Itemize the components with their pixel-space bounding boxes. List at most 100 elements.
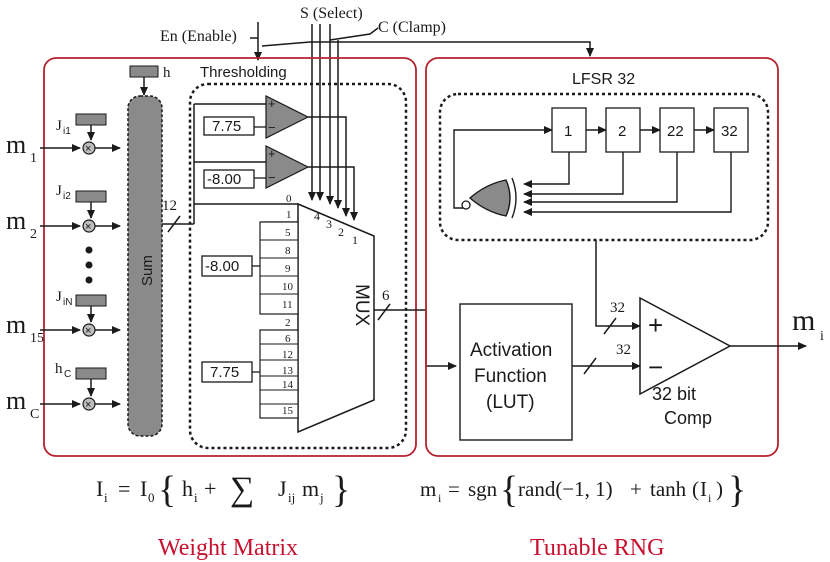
lfsr-region — [438, 92, 770, 242]
input-m2: m 2 J i2 × — [6, 183, 121, 242]
rng-equation: m i = sgn { rand(−1, 1) + tanh ( I i ) } — [420, 469, 746, 511]
svg-text:i2: i2 — [63, 191, 71, 202]
rng-caption: Tunable RNG — [530, 535, 664, 561]
bias-register — [129, 65, 159, 78]
rng-panel — [425, 57, 779, 457]
lfsr-label: LFSR 32 — [572, 71, 635, 88]
mux-group-high: 2 6 12 13 14 15 7.75 — [201, 317, 299, 419]
svg-text:−: − — [648, 352, 663, 382]
svg-text:Comp: Comp — [664, 408, 712, 428]
svg-text:13: 13 — [282, 365, 294, 377]
ellipsis-dots — [85, 246, 93, 284]
output-signal-sub: i — [820, 329, 824, 344]
svg-text:+: + — [630, 477, 642, 501]
xnor-gate — [461, 177, 517, 219]
input-m1: m 1 J i1 × — [6, 113, 121, 166]
svg-text:m: m — [6, 386, 26, 415]
input-m15: m 15 J iN × — [6, 289, 121, 346]
svg-text:∑: ∑ — [230, 471, 254, 508]
sum-block — [127, 95, 163, 437]
svg-text:2: 2 — [285, 317, 291, 329]
mux-label: MUX — [351, 284, 372, 327]
svg-text:+: + — [268, 96, 276, 111]
activation-bus-width: 32 — [616, 342, 631, 358]
svg-text:−: − — [268, 120, 276, 135]
thresholding-region — [188, 82, 408, 450]
svg-text:h: h — [182, 476, 193, 501]
svg-text:): ) — [716, 477, 723, 501]
svg-text:1: 1 — [352, 233, 358, 247]
comparator-ref-top: 7.75 — [212, 118, 241, 135]
thresholding-label: Thresholding — [200, 64, 287, 81]
sum-label: Sum — [139, 255, 156, 286]
svg-text:2: 2 — [618, 123, 626, 140]
mux-high-value: 7.75 — [210, 364, 239, 381]
svg-text:3: 3 — [326, 217, 332, 231]
svg-text:1: 1 — [30, 151, 37, 166]
svg-text:i: i — [438, 491, 442, 505]
sum-bus-width: 12 — [162, 198, 177, 214]
svg-text:j: j — [319, 490, 324, 505]
svg-text:×: × — [85, 143, 91, 155]
svg-text:+: + — [648, 310, 663, 340]
svg-text:1: 1 — [286, 209, 292, 221]
svg-text:×: × — [85, 399, 91, 411]
svg-text:22: 22 — [667, 123, 684, 140]
comparator-bottom: + − -8.00 — [203, 145, 358, 221]
mux-bus-width: 6 — [382, 288, 390, 304]
svg-text:I: I — [700, 477, 707, 501]
svg-text:C: C — [30, 407, 39, 422]
svg-text:4: 4 — [314, 209, 320, 223]
svg-text:14: 14 — [282, 379, 294, 391]
mux-low-value: -8.00 — [205, 258, 239, 275]
svg-text:tanh: tanh — [650, 477, 687, 501]
weight-equation: I i = I 0 { h i + ∑ J ij m j } — [96, 469, 350, 511]
svg-text:i1: i1 — [63, 126, 71, 137]
svg-text:rand(−1, 1): rand(−1, 1) — [518, 477, 613, 501]
enable-label: En (Enable) — [160, 28, 237, 45]
svg-text:m: m — [302, 476, 319, 501]
svg-text:i: i — [194, 490, 198, 505]
svg-text:J: J — [278, 476, 287, 501]
svg-text:15: 15 — [30, 331, 44, 346]
svg-text:×: × — [85, 325, 91, 337]
svg-text:m: m — [6, 130, 26, 159]
svg-text:i: i — [104, 490, 108, 505]
svg-text:}: } — [728, 469, 746, 511]
svg-text:2: 2 — [338, 225, 344, 239]
svg-text:(LUT): (LUT) — [486, 392, 535, 413]
svg-text:2: 2 — [30, 227, 37, 242]
lfsr-stages: 1 2 22 32 — [551, 107, 749, 153]
svg-text:m: m — [6, 310, 26, 339]
svg-text:J: J — [56, 183, 62, 199]
svg-text:J: J — [56, 289, 62, 305]
svg-text:12: 12 — [282, 349, 293, 361]
svg-text:}: } — [332, 469, 350, 511]
mux-group-low: 5 8 9 10 11 -8.00 — [201, 221, 299, 315]
svg-text:sgn: sgn — [468, 477, 498, 501]
svg-text:J: J — [56, 118, 62, 134]
svg-text:15: 15 — [282, 405, 294, 417]
svg-text:Activation: Activation — [470, 340, 552, 361]
svg-text:×: × — [85, 221, 91, 233]
svg-text:5: 5 — [285, 227, 291, 239]
svg-text:+: + — [204, 476, 216, 501]
input-mc: m C h C × — [6, 361, 121, 422]
comparator-top: + − 7.75 — [203, 95, 350, 217]
svg-text:{: { — [500, 469, 518, 511]
clamp-label: C (Clamp) — [378, 19, 446, 36]
output-signal: m — [792, 304, 815, 337]
svg-text:1: 1 — [564, 123, 572, 140]
lfsr-bus-width: 32 — [610, 300, 625, 316]
svg-text:0: 0 — [148, 490, 155, 505]
svg-text:i: i — [708, 491, 712, 505]
svg-text:iN: iN — [63, 297, 72, 308]
bias-label: h — [163, 65, 171, 81]
control-lines — [250, 22, 594, 209]
svg-text:=: = — [118, 476, 130, 501]
svg-text:−: − — [268, 170, 276, 185]
comparator-ref-bottom: -8.00 — [207, 171, 241, 188]
svg-text:(: ( — [692, 477, 699, 501]
svg-text:m: m — [420, 477, 436, 501]
